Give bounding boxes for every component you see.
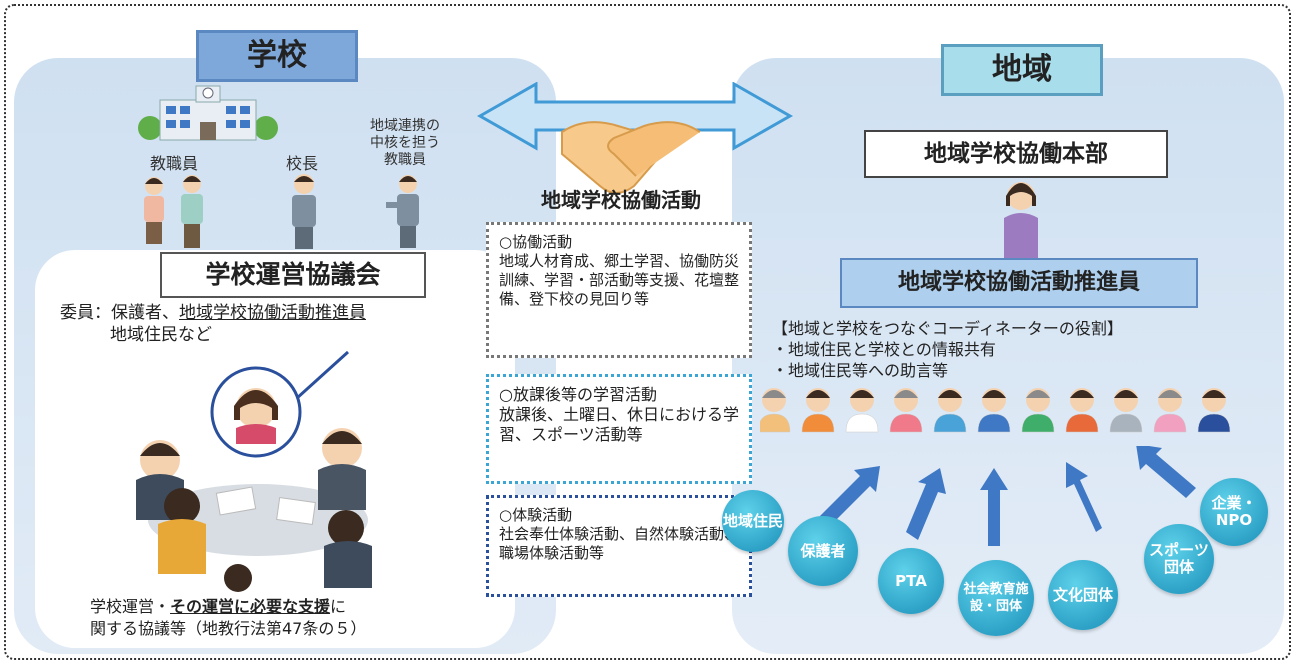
arrow-icon <box>820 466 880 526</box>
role-heading: 【地域と学校をつなぐコーディネーターの役割】 <box>772 319 1123 338</box>
school-council-title: 学校運営協議会 <box>160 252 426 298</box>
region-hq-box: 地域学校協働本部 <box>864 130 1168 178</box>
community-person-icon <box>845 388 879 433</box>
liaison-label: 地域連携の中核を担う教職員 <box>370 118 440 168</box>
outer-dotted-frame <box>4 4 1291 660</box>
org-circle-local-residents: 地域住民 <box>722 490 784 552</box>
school-title: 学校 <box>196 30 358 82</box>
community-person-icon <box>977 388 1011 433</box>
org-circle-business-npo: 企業・NPO <box>1200 478 1268 546</box>
community-person-icon <box>760 388 791 433</box>
council-members: 委員：保護者、地域学校協働活動推進員 <box>60 303 366 323</box>
community-person-icon <box>933 388 967 433</box>
activity-card: ○体験活動社会奉仕体験活動、自然体験活動、職場体験活動等 <box>486 495 752 597</box>
coordinator-person-icon <box>1004 182 1038 260</box>
council-footer-line1: 学校運営・その運営に必要な支援に <box>90 597 347 616</box>
community-person-icon <box>1197 388 1231 433</box>
community-person-icon <box>801 388 835 433</box>
principal-label: 校長 <box>285 154 318 173</box>
community-person-icon <box>1109 388 1143 433</box>
council-members-line2: 地域住民など <box>110 325 212 345</box>
activity-card: ○協働活動地域人材育成、郷土学習、協働防災訓練、学習・部活動等支援、花壇整備、登… <box>486 222 752 358</box>
council-footer-line2: 関する協議等（地教行法第47条の５） <box>90 619 367 638</box>
community-person-icon <box>889 388 923 433</box>
staff-label: 教職員 <box>149 154 198 173</box>
arrow-icon <box>1066 462 1102 532</box>
arrow-icon <box>980 468 1008 546</box>
community-person-icon <box>1021 388 1055 433</box>
support-arrows <box>820 446 1196 546</box>
community-person-icon <box>1065 388 1099 433</box>
principal-icon <box>292 174 316 249</box>
coordinator-roles: 【地域と学校をつなぐコーディネーターの役割】 ・地域住民と学校との情報共有 ・地… <box>772 318 1123 381</box>
arrow-icon <box>1136 446 1196 498</box>
council-meeting-illustration <box>136 350 372 592</box>
promoter-box: 地域学校協働活動推進員 <box>840 258 1198 308</box>
community-members-illustration <box>760 388 1231 433</box>
role-item: ・地域住民等への助言等 <box>772 361 949 380</box>
org-circle-sports: スポーツ団体 <box>1144 524 1214 594</box>
org-circle-guardians: 保護者 <box>788 516 858 586</box>
staff-people-icon <box>144 175 203 248</box>
cooperation-arrow-handshake-icon <box>476 82 794 194</box>
region-title: 地域 <box>941 44 1103 96</box>
activity-card: ○放課後等の学習活動放課後、土曜日、休日における学習、スポーツ活動等 <box>486 374 752 484</box>
org-circle-pta: PTA <box>878 548 944 614</box>
arrow-icon <box>906 468 946 540</box>
center-label: 地域学校協働活動 <box>541 188 701 212</box>
promoter-link-text: 地域学校協働活動推進員 <box>179 303 366 323</box>
org-circle-social-education: 社会教育施設・団体 <box>958 560 1034 636</box>
community-person-icon <box>1153 388 1187 433</box>
school-building-icon <box>138 85 278 141</box>
liaison-staff-icon <box>386 175 419 248</box>
org-circle-culture: 文化団体 <box>1048 560 1118 630</box>
role-item: ・地域住民と学校との情報共有 <box>772 340 996 359</box>
